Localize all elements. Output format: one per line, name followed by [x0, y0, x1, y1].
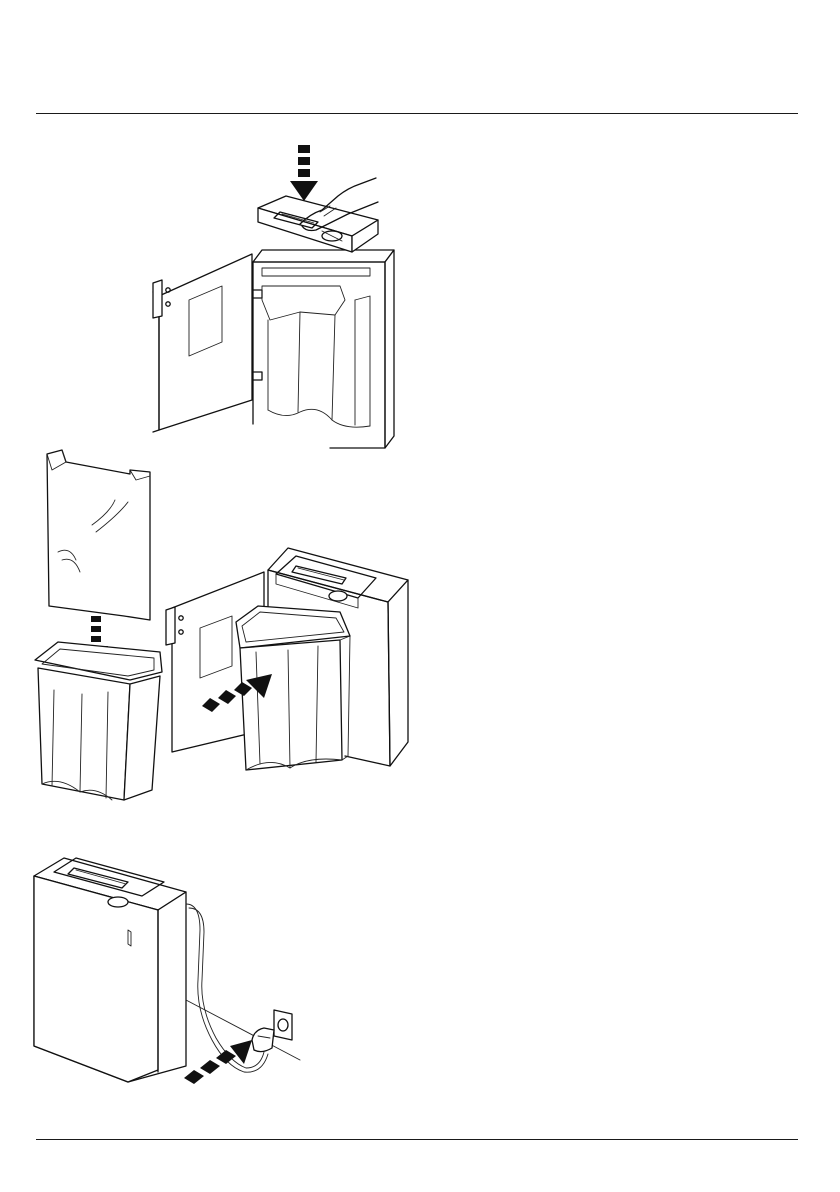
- shredder-head: [258, 178, 378, 252]
- arrow-right-icon: [184, 1040, 252, 1084]
- waste-bin: [35, 642, 162, 800]
- figure-insert-bag-and-bin: [35, 450, 408, 800]
- footer-rule: [36, 1139, 798, 1140]
- figure-insert-shredder-head: [153, 145, 394, 448]
- power-plug-icon: [252, 1028, 274, 1052]
- figure-connect-power-plug: [34, 858, 300, 1084]
- cabinet-door: [153, 254, 252, 432]
- wall-socket-icon: [274, 1010, 292, 1040]
- arrow-down-icon: [290, 145, 318, 201]
- waste-bin: [236, 606, 350, 770]
- cabinet-body: [244, 250, 394, 448]
- waste-bag: [47, 450, 150, 620]
- shredder-cabinet: [34, 858, 186, 1082]
